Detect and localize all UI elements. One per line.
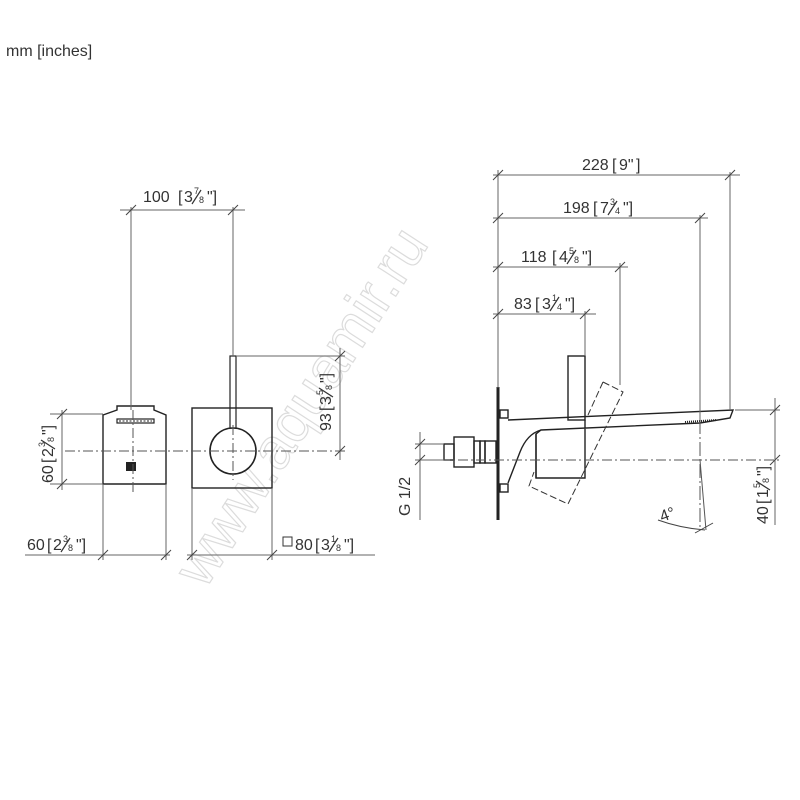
svg-text:]: ] (636, 157, 640, 174)
svg-text:8: 8 (324, 385, 334, 390)
dim-118: 118 [ 4 5 8 "] (521, 246, 592, 266)
svg-text:G 1/2: G 1/2 (397, 477, 414, 516)
svg-text:1: 1 (755, 489, 772, 498)
dim-g-half: G 1/2 (397, 477, 414, 516)
dim-angle: 4° (658, 505, 678, 526)
mixer-body-front (102, 405, 167, 485)
svg-text:"]: "] (623, 200, 633, 217)
svg-text:4°: 4° (658, 505, 678, 526)
svg-text:60: 60 (40, 465, 57, 483)
svg-text:1: 1 (331, 534, 336, 544)
svg-text:5: 5 (315, 390, 325, 395)
svg-text:[: [ (318, 406, 335, 411)
front-view (102, 355, 273, 489)
svg-text:40: 40 (755, 506, 772, 524)
svg-text:3: 3 (63, 534, 68, 544)
svg-text:[: [ (552, 249, 557, 266)
thread-connector (443, 436, 497, 468)
dim-80-square: 80 [ 3 1 8 "] (282, 534, 354, 554)
svg-text:3: 3 (610, 197, 615, 207)
svg-text:9": 9" (619, 157, 634, 174)
svg-text:"]: "] (565, 296, 575, 313)
svg-text:93: 93 (318, 413, 335, 431)
svg-text:[: [ (315, 537, 320, 554)
svg-text:100: 100 (143, 189, 170, 206)
svg-text:3: 3 (37, 442, 47, 447)
dim-60-height: 60 [ 2 3 8 "] (37, 425, 57, 483)
dim-100: 100 [ 3 7 8 "] (143, 186, 217, 206)
svg-text:[: [ (612, 157, 617, 174)
svg-text:5: 5 (752, 483, 762, 488)
dim-60-width: 60 [ 2 3 8 "] (27, 534, 86, 554)
dim-40: 40 [ 1 5 8 "] (752, 466, 772, 524)
svg-text:"]: "] (755, 466, 772, 476)
svg-text:5: 5 (569, 246, 574, 256)
svg-text:"]: "] (582, 249, 592, 266)
svg-text:[: [ (40, 458, 57, 463)
svg-text:80: 80 (295, 537, 313, 554)
svg-text:4: 4 (615, 206, 620, 216)
svg-text:[: [ (178, 189, 183, 206)
dim-83: 83 [ 3 1 4 "] (514, 293, 575, 313)
svg-text:[: [ (47, 537, 52, 554)
svg-text:"]: "] (207, 189, 217, 206)
svg-text:60: 60 (27, 537, 45, 554)
svg-text:3: 3 (542, 296, 551, 313)
svg-text:"]: "] (318, 373, 335, 383)
svg-text:83: 83 (514, 296, 532, 313)
svg-text:8: 8 (761, 478, 771, 483)
svg-text:8: 8 (68, 543, 73, 553)
svg-text:198: 198 (563, 200, 590, 217)
dim-228: 228 [ 9" ] (582, 157, 640, 174)
svg-text:"]: "] (76, 537, 86, 554)
svg-text:2: 2 (40, 448, 57, 457)
svg-text:7: 7 (194, 186, 199, 196)
svg-text:[: [ (593, 200, 598, 217)
dim-198: 198 [ 7 3 4 "] (563, 197, 633, 217)
svg-text:7: 7 (600, 200, 609, 217)
svg-text:118: 118 (521, 249, 547, 266)
svg-text:1: 1 (552, 293, 557, 303)
svg-text:[: [ (755, 499, 772, 504)
svg-text:4: 4 (557, 302, 562, 312)
svg-text:8: 8 (336, 543, 341, 553)
svg-text:"]: "] (40, 425, 57, 435)
svg-text:4: 4 (559, 249, 568, 266)
svg-text:3: 3 (318, 396, 335, 405)
svg-text:228: 228 (582, 157, 609, 174)
svg-text:8: 8 (199, 195, 204, 205)
side-view (443, 355, 735, 520)
svg-text:3: 3 (321, 537, 330, 554)
units-label: mm [inches] (6, 43, 93, 60)
svg-text:[: [ (535, 296, 540, 313)
svg-text:8: 8 (46, 437, 56, 442)
svg-text:"]: "] (344, 537, 354, 554)
svg-text:8: 8 (574, 255, 579, 265)
dim-93: 93 [ 3 5 8 "] (315, 373, 335, 431)
svg-text:2: 2 (53, 537, 62, 554)
svg-text:3: 3 (184, 189, 193, 206)
